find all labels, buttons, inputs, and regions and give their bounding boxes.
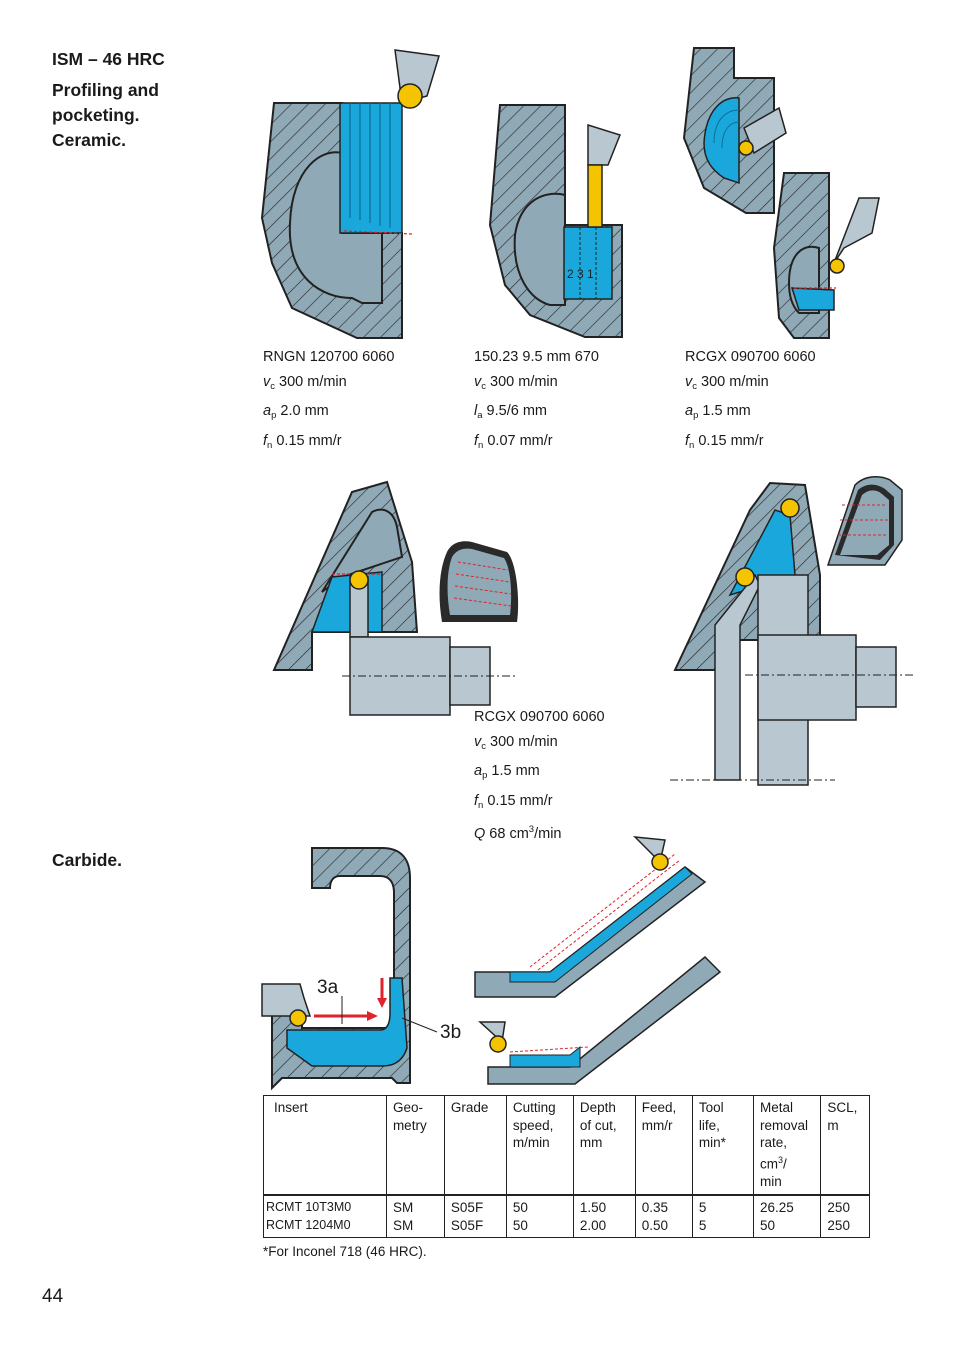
col-removal-rate: Metal removal rate, cm3/ min <box>752 1095 822 1196</box>
cell-removal-rate: 26.25 50 <box>752 1194 822 1238</box>
carbide-heading: Carbide. <box>52 850 123 870</box>
diagram-grooving: 2 3 1 <box>488 104 623 338</box>
cell-geometry: SM SM <box>385 1194 445 1238</box>
diagram-carbide-channel: 3a 3b <box>261 847 461 1091</box>
col-depth: Depth of cut, mm <box>572 1095 636 1196</box>
op-params-2: 150.23 9.5 mm 670 vc 300 m/min la 9.5/6 … <box>474 349 599 451</box>
col-feed: Feed, mm/r <box>634 1095 693 1196</box>
diagram-face-pocketing-right <box>670 475 913 786</box>
operation-heading: Profiling and pocketing. Ceramic. <box>52 80 159 150</box>
col-tool-life: Tool life, min* <box>691 1095 755 1196</box>
cut-order-label: 2 3 1 <box>567 267 594 281</box>
col-insert: Insert <box>263 1095 387 1196</box>
diagram-face-pocketing-left <box>272 480 519 716</box>
diagram-profiling-round-insert <box>260 49 440 339</box>
op-params-4: RCGX 090700 6060 vc 300 m/min ap 1.5 mm … <box>474 709 605 843</box>
diagram-carbide-ramps <box>474 836 722 1085</box>
cell-depth: 1.50 2.00 <box>572 1194 636 1238</box>
col-scl: SCL, m <box>820 1095 870 1196</box>
col-grade: Grade <box>443 1095 507 1196</box>
op-params-1: RNGN 120700 6060 vc 300 m/min ap 2.0 mm … <box>263 349 395 451</box>
table-footnote: *For Inconel 718 (46 HRC). <box>263 1244 427 1259</box>
cutting-data-table: Insert Geo- metry Grade Cutting speed, m… <box>263 1095 870 1238</box>
step-3a-label: 3a <box>317 977 339 998</box>
material-heading: ISM – 46 HRC <box>52 49 165 69</box>
cell-insert: RCMT 10T3M0 RCMT 1204M0 <box>263 1194 387 1238</box>
page-number: 44 <box>42 1286 64 1307</box>
cell-tool-life: 5 5 <box>691 1194 755 1238</box>
col-speed: Cutting speed, m/min <box>505 1095 574 1196</box>
table-row: RCMT 10T3M0 RCMT 1204M0 SM SM S05F S05F … <box>263 1194 870 1238</box>
cell-speed: 50 50 <box>505 1194 574 1238</box>
col-geometry: Geo- metry <box>385 1095 445 1196</box>
cell-grade: S05F S05F <box>443 1194 507 1238</box>
table-header-row: Insert Geo- metry Grade Cutting speed, m… <box>263 1095 870 1196</box>
diagram-pocketing <box>682 47 880 339</box>
step-3b-label: 3b <box>440 1022 461 1043</box>
cell-feed: 0.35 0.50 <box>634 1194 693 1238</box>
op-params-3: RCGX 090700 6060 vc 300 m/min ap 1.5 mm … <box>685 349 816 451</box>
cell-scl: 250 250 <box>820 1194 870 1238</box>
